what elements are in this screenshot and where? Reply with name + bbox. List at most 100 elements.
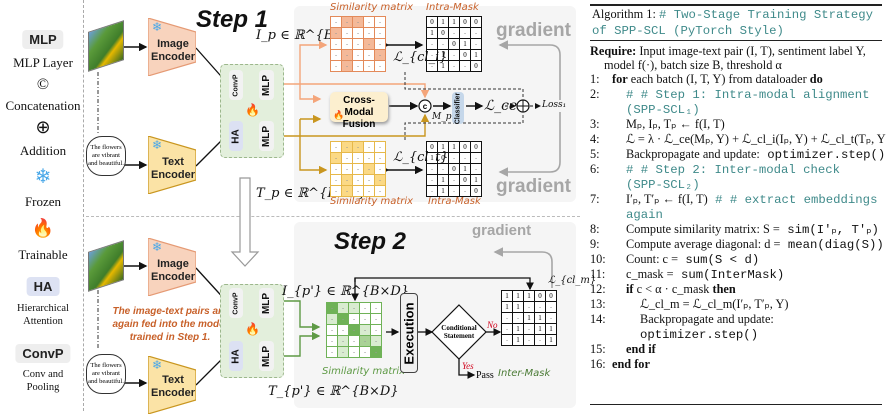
matrix-cell: - — [360, 314, 371, 325]
matrix-cell: - — [371, 325, 382, 336]
matrix-cell: - — [360, 303, 371, 314]
matrix-cell: - — [375, 164, 386, 175]
intra-mask-title-image: Intra-Mask — [426, 2, 479, 13]
line-text: c_mask = — [612, 267, 674, 281]
matrix-cell: 1 — [535, 324, 546, 335]
matrix-cell: 0 — [449, 164, 460, 175]
algorithm-line: 10:Count: c = sum(S < d) — [590, 252, 882, 267]
matrix-cell: - — [331, 39, 342, 50]
matrix-row: ----- — [331, 50, 386, 61]
matrix-cell: - — [471, 164, 482, 175]
algorithm-line-continuation: again — [590, 207, 886, 222]
matrix-cell: - — [353, 50, 364, 61]
sim-matrix-title-image: Similarity matrix — [330, 2, 413, 13]
matrix-cell: - — [364, 164, 375, 175]
trainable-icon: 🔥 — [333, 110, 344, 121]
matrix-cell: - — [375, 142, 386, 153]
matrix-row: ----- — [331, 175, 386, 186]
matrix-cell: 1 — [513, 324, 524, 335]
text-mlp-block-step2: MLP — [259, 341, 274, 371]
matrix-cell: - — [331, 142, 342, 153]
require-line: Require: Input image-text pair (I, T), s… — [590, 44, 882, 58]
line-code: mean(diag(S)) — [780, 238, 883, 252]
matrix-cell: - — [327, 347, 338, 358]
matrix-cell: - — [471, 153, 482, 164]
matrix-row: ----- — [331, 142, 386, 153]
matrix-cell: - — [364, 17, 375, 28]
line-code: optimizer.step() — [760, 148, 885, 162]
loss-cl-i: ℒ_{cl_i} — [393, 50, 448, 65]
matrix-cell: - — [427, 39, 438, 50]
line-number: 11: — [590, 267, 612, 281]
inter-mask: 1110011-----11--1-11-1--1 — [501, 290, 557, 346]
matrix-cell: - — [438, 164, 449, 175]
line-number: 16: — [590, 357, 612, 371]
sim-matrix-title-text: Similarity matrix — [330, 196, 413, 207]
matrix-cell: - — [349, 325, 360, 336]
line-number: 5: — [590, 147, 612, 161]
matrix-cell: - — [327, 303, 338, 314]
matrix-cell: - — [471, 39, 482, 50]
line-number: 8: — [590, 222, 612, 236]
line-text: end if — [612, 342, 656, 356]
matrix-cell: - — [375, 175, 386, 186]
ip-prime-dimension-label: I_{p'} ∈ ℝ^{B×D} — [282, 284, 409, 299]
caption-cloud: The flowers are vibrant and beautiful. — [86, 136, 126, 176]
matrix-cell: - — [331, 61, 342, 72]
matrix-cell: - — [427, 175, 438, 186]
algorithm-line: 13:ℒ_cl_m = ℒ_cl_m(I′ₚ, T′ₚ, Y) — [590, 297, 882, 311]
inter-mask-title: Inter-Mask — [498, 368, 550, 379]
matrix-cell: - — [342, 61, 353, 72]
matrix-row: ----- — [327, 303, 382, 314]
matrix-row: ----- — [327, 325, 382, 336]
matrix-cell: 1 — [438, 175, 449, 186]
matrix-cell: - — [338, 347, 349, 358]
matrix-cell: - — [375, 186, 386, 197]
matrix-cell: - — [438, 39, 449, 50]
matrix-cell: - — [342, 39, 353, 50]
svg-text:c: c — [423, 102, 428, 111]
matrix-cell: - — [364, 186, 375, 197]
matrix-cell: - — [331, 175, 342, 186]
matrix-cell: - — [342, 175, 353, 186]
loss1-label: Loss₁ — [542, 100, 566, 110]
line-number: 10: — [590, 252, 612, 266]
line-number: 15: — [590, 342, 612, 356]
matrix-row: ----- — [331, 153, 386, 164]
matrix-cell: - — [524, 324, 535, 335]
line-number: 2: — [590, 87, 612, 101]
matrix-cell: 1 — [524, 313, 535, 324]
line-number: 14: — [590, 312, 612, 326]
matrix-cell: - — [375, 39, 386, 50]
matrix-cell: - — [546, 313, 557, 324]
frozen-icon: ❄ — [152, 20, 162, 35]
gradient-label-bottom: gradient — [496, 176, 571, 198]
algorithm-line: 5:Backpropagate and update: optimizer.st… — [590, 147, 882, 162]
line-text: end for — [612, 357, 650, 371]
algorithm-line: 8:Compute similarity matrix: S = sim(I′ₚ… — [590, 222, 882, 237]
matrix-cell: - — [353, 186, 364, 197]
matrix-cell: 0 — [471, 142, 482, 153]
matrix-cell: 1 — [471, 50, 482, 61]
matrix-cell: - — [338, 314, 349, 325]
matrix-cell: 1 — [513, 291, 524, 302]
matrix-cell: - — [375, 28, 386, 39]
matrix-cell: 0 — [460, 142, 471, 153]
line-text: Backpropagate and update: — [612, 147, 760, 161]
image-encoder-label: Image Encoder — [150, 38, 196, 64]
matrix-cell: - — [364, 39, 375, 50]
line-code: # # extract embeddings — [708, 193, 878, 207]
matrix-cell: 0 — [535, 291, 546, 302]
matrix-cell: 1 — [502, 302, 513, 313]
algorithm-line: 14:Backpropagate and update: — [590, 312, 882, 326]
line-number: 7: — [590, 192, 612, 206]
yes-label: Yes — [462, 361, 474, 371]
ha-block: HA — [229, 121, 243, 151]
algorithm-line: 15:end if — [590, 342, 882, 356]
require-line-2: model f(·), batch size B, threshold α — [590, 58, 886, 72]
matrix-cell: - — [342, 186, 353, 197]
matrix-cell: 1 — [438, 186, 449, 197]
matrix-cell: - — [364, 61, 375, 72]
matrix-cell: 1 — [535, 313, 546, 324]
matrix-cell: - — [371, 347, 382, 358]
